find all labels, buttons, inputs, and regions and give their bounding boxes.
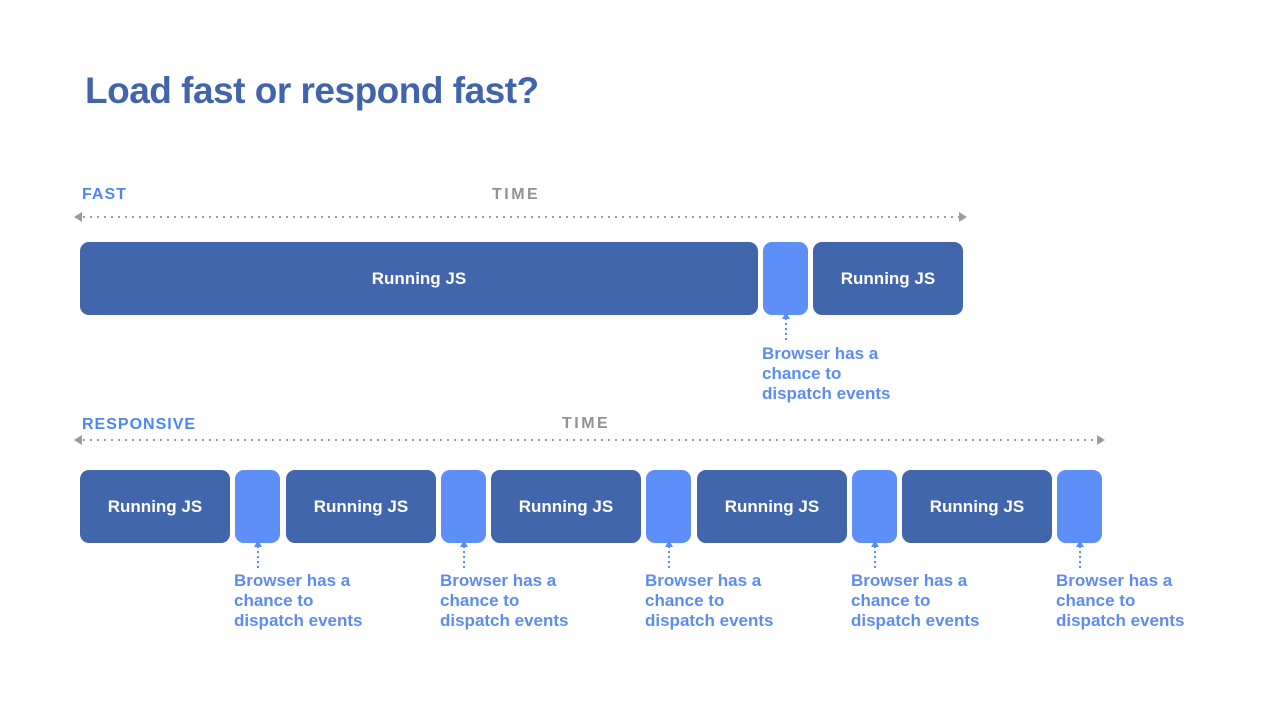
axis-arrow-left-icon: [74, 212, 82, 222]
dispatch-caption: Browser has a chance to dispatch events: [440, 571, 569, 630]
idle-gap-block: [1057, 470, 1102, 543]
running-js-block: Running JS: [697, 470, 847, 543]
dispatch-caption: Browser has a chance to dispatch events: [762, 344, 891, 403]
slide-title: Load fast or respond fast?: [85, 70, 539, 111]
time-axis-label: TIME: [562, 415, 611, 432]
idle-gap-block: [763, 242, 808, 315]
dispatch-arrow-icon: [253, 540, 262, 569]
running-js-label: Running JS: [107, 496, 203, 516]
running-js-block: Running JS: [80, 242, 758, 315]
running-js-label: Running JS: [840, 268, 936, 288]
dispatch-caption: Browser has a chance to dispatch events: [1056, 571, 1185, 630]
idle-gap-block: [441, 470, 486, 543]
dispatch-arrow-icon: [870, 540, 879, 569]
section-label: RESPONSIVE: [82, 416, 197, 433]
running-js-block: Running JS: [491, 470, 641, 543]
section-label: FAST: [82, 186, 127, 203]
running-js-label: Running JS: [724, 496, 820, 516]
axis-arrow-right-icon: [1097, 435, 1105, 445]
dispatch-arrow-icon: [781, 312, 790, 341]
time-axis-line: [74, 212, 967, 222]
running-js-label: Running JS: [518, 496, 614, 516]
running-js-label: Running JS: [929, 496, 1025, 516]
time-axis-label: TIME: [492, 186, 541, 203]
dispatch-arrow-icon: [1075, 540, 1084, 569]
running-js-label: Running JS: [313, 496, 409, 516]
running-js-block: Running JS: [286, 470, 436, 543]
running-js-block: Running JS: [902, 470, 1052, 543]
running-js-label: Running JS: [371, 268, 467, 288]
idle-gap-block: [646, 470, 691, 543]
dispatch-arrow-icon: [459, 540, 468, 569]
time-axis-line: [74, 435, 1105, 445]
running-js-block: Running JS: [813, 242, 963, 315]
axis-arrow-right-icon: [959, 212, 967, 222]
dispatch-caption: Browser has a chance to dispatch events: [234, 571, 363, 630]
dispatch-caption: Browser has a chance to dispatch events: [645, 571, 774, 630]
idle-gap-block: [235, 470, 280, 543]
dispatch-caption: Browser has a chance to dispatch events: [851, 571, 980, 630]
axis-arrow-left-icon: [74, 435, 82, 445]
running-js-block: Running JS: [80, 470, 230, 543]
idle-gap-block: [852, 470, 897, 543]
dispatch-arrow-icon: [664, 540, 673, 569]
